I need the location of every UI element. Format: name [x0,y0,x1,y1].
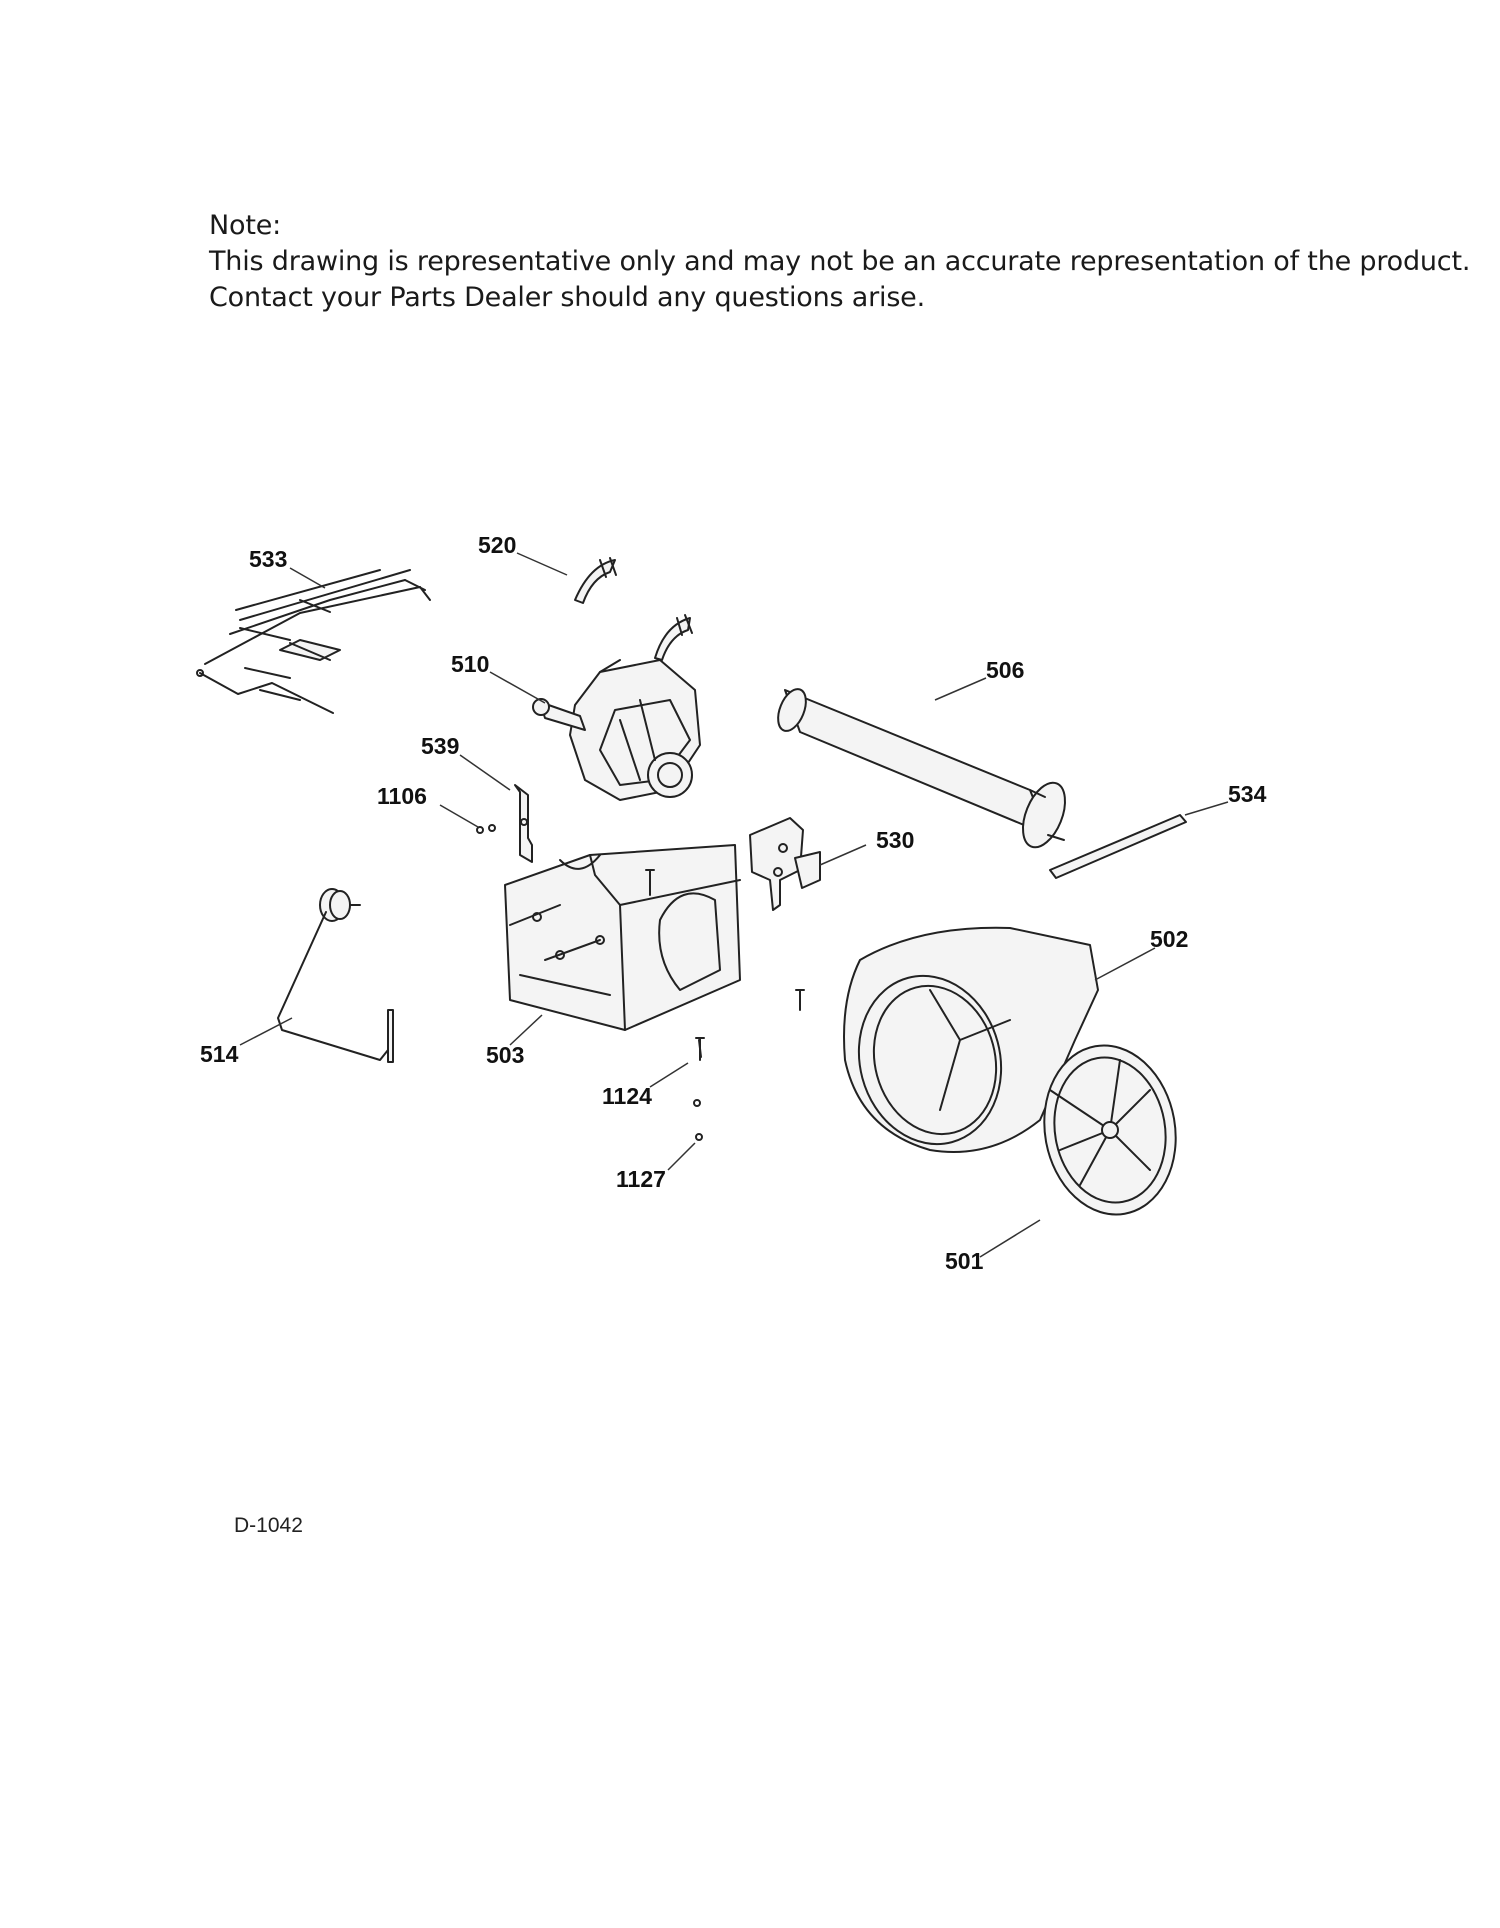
callout-leaders [239,552,1229,1258]
drive-motor-part [532,659,701,801]
fastener-1124-part [698,1039,702,1058]
wire-harness-part [196,569,431,714]
callout-539: 539 [421,733,459,759]
callout-510: 510 [451,651,489,677]
fastener-1127-part [693,1099,703,1141]
callout-503: 503 [486,1042,524,1068]
blower-wheel-part [1043,1044,1177,1216]
callout-labels: 533 520 510 506 539 1106 534 530 502 514… [200,532,1267,1274]
callout-1127: 1127 [616,1166,666,1192]
motor-mount-part [504,844,741,1031]
motor-clip-part [574,557,693,661]
screw-1106-part [476,824,496,834]
duct-seal-strip-part [1049,814,1187,879]
note-heading: Note: [209,210,282,241]
note-line-1: This drawing is representative only and … [209,246,1471,277]
disclaimer-note: Note: This drawing is representative onl… [209,208,1470,316]
callout-1106: 1106 [377,783,427,809]
callout-520: 520 [478,532,516,558]
callout-534: 534 [1228,781,1267,807]
callout-502: 502 [1150,926,1188,952]
bracket-part [514,784,533,863]
callout-533: 533 [249,546,287,572]
blower-housing-part [843,926,1099,1153]
callout-506: 506 [986,657,1024,683]
callout-514: 514 [200,1041,239,1067]
drawing-code: D-1042 [234,1514,303,1537]
switch-bracket-part [749,817,821,911]
callout-530: 530 [876,827,914,853]
callout-1124: 1124 [602,1083,652,1109]
note-line-2: Contact your Parts Dealer should any que… [209,282,925,313]
idler-pulley-part [277,888,394,1063]
exhaust-duct-part [777,688,1066,849]
callout-501: 501 [945,1248,984,1274]
